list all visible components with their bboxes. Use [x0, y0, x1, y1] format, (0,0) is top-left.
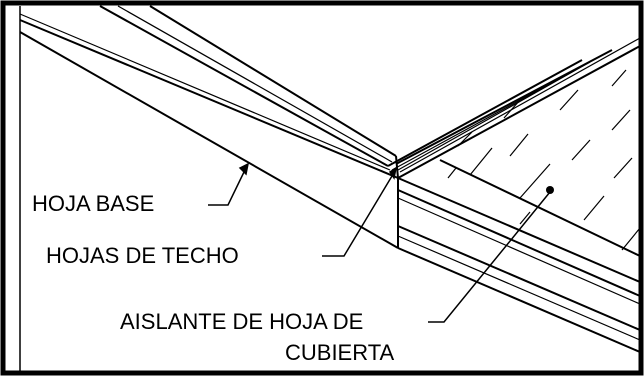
- label-insulation-line2: CUBIERTA: [285, 340, 395, 365]
- leader-insulation: [428, 191, 551, 323]
- leader-roof-sheets: [322, 166, 398, 257]
- leader-base-sheet: [208, 162, 250, 206]
- insulation-hatching: [447, 69, 641, 251]
- cover-board-insulation: [397, 159, 641, 353]
- base-sheet-panel: [19, 5, 399, 249]
- roof-sheets: [387, 37, 641, 179]
- label-roof-sheets: HOJAS DE TECHO: [46, 243, 239, 268]
- leader-insulation-dot: [546, 186, 554, 194]
- label-base-sheet: HOJA BASE: [32, 191, 154, 216]
- label-insulation-line1: AISLANTE DE HOJA DE: [120, 309, 363, 334]
